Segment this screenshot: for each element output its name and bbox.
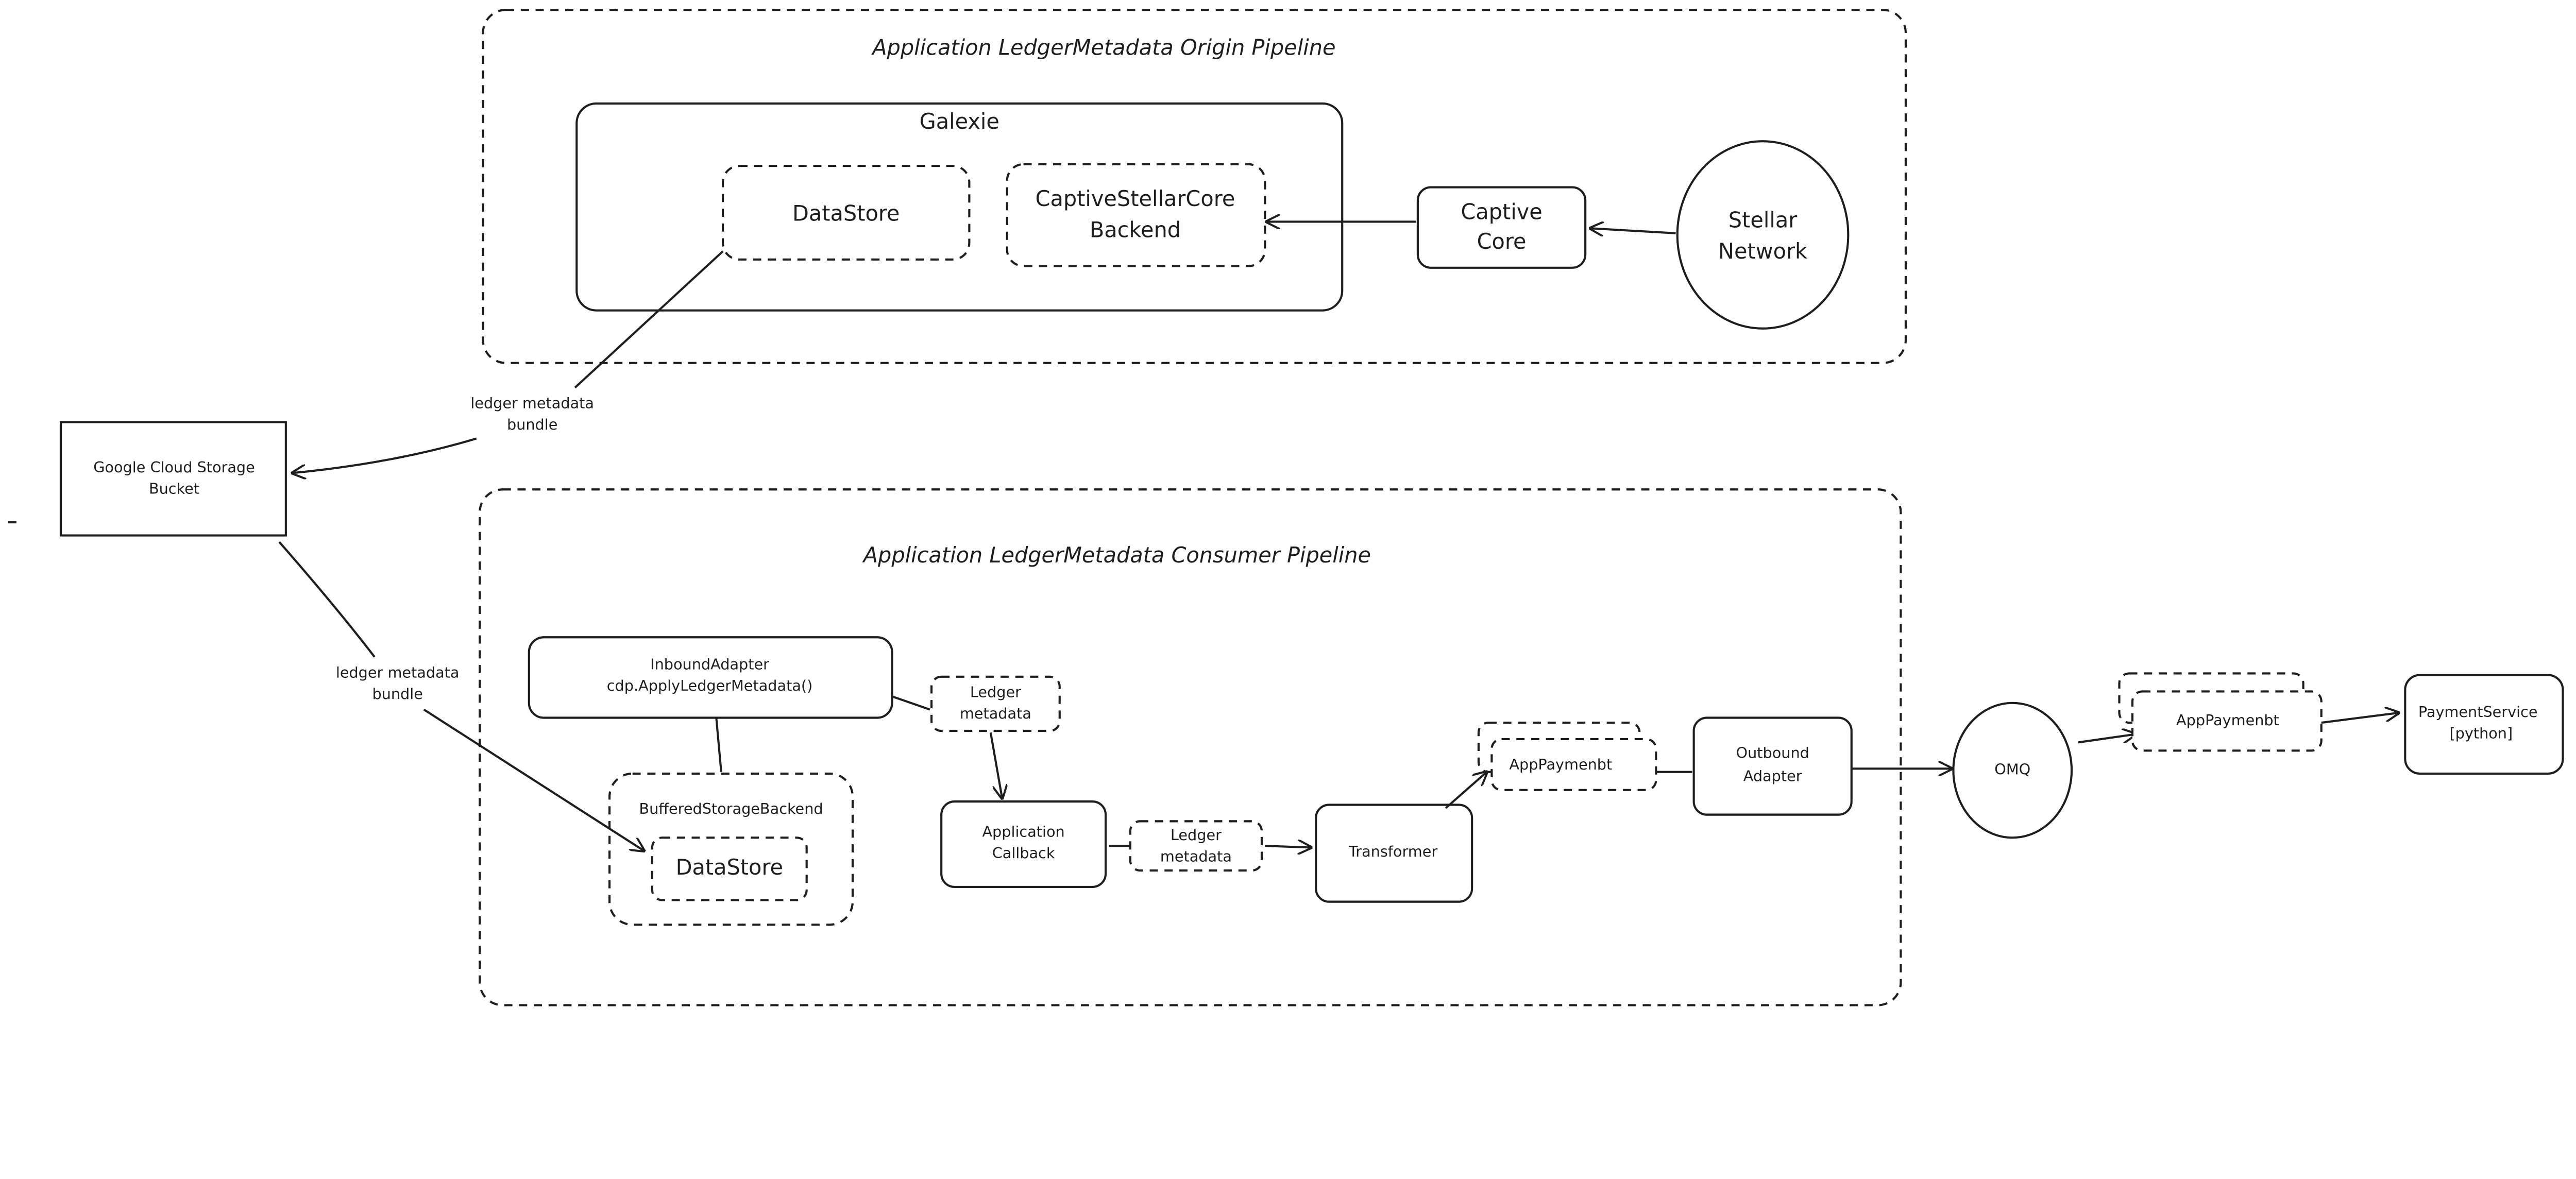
consumer-pipeline-title: Application LedgerMetadata Consumer Pipe…: [862, 543, 1371, 568]
arrow-transformer-to-app-payment: [1445, 772, 1487, 809]
arrow-stellar-to-captive-core: [1590, 228, 1676, 233]
stellar-network-label-line2: Network: [1718, 239, 1807, 264]
edge-gcs-to-label: [278, 541, 376, 658]
inbound-adapter-label-line2: cdp.ApplyLedgerMetadata(): [607, 677, 813, 694]
app-payment-1-box[interactable]: [1490, 738, 1657, 791]
galexie-label: Galexie: [920, 109, 999, 134]
ledger-metadata-2-line2: metadata: [1160, 848, 1232, 865]
stellar-network-label-line1: Stellar: [1728, 208, 1798, 232]
captive-core-label-line2: Core: [1477, 229, 1527, 254]
edge-datastore-to-label: [574, 250, 724, 389]
origin-pipeline-group: Application LedgerMetadata Origin Pipeli…: [482, 9, 1907, 364]
app-payment-2-box[interactable]: [2131, 690, 2323, 752]
captive-core-label-line1: Captive: [1461, 200, 1542, 225]
galexie-datastore-box[interactable]: [721, 164, 971, 261]
edge-inbound-to-buffered-storage: [715, 717, 722, 772]
galexie-datastore-label: DataStore: [792, 201, 900, 226]
arrow-to-payment-service: [2321, 713, 2399, 724]
gcs-bucket-label-line2: Bucket: [149, 480, 199, 497]
consumer-pipeline-group: Application LedgerMetadata Consumer Pipe…: [479, 488, 1902, 1006]
transformer-label: Transformer: [1348, 843, 1437, 860]
arrow-to-consumer-datastore: [423, 708, 644, 851]
omq-label: OMQ: [1994, 761, 2030, 778]
ledger-metadata-2-box[interactable]: [1129, 820, 1263, 872]
backend-label-line2: Backend: [1090, 218, 1181, 243]
origin-pipeline-container[interactable]: [482, 9, 1907, 364]
application-callback-line2: Callback: [992, 844, 1055, 862]
ledger-metadata-1-line1: Ledger: [970, 684, 1021, 701]
arrow-to-gcs-bucket: [293, 437, 477, 473]
captive-stellar-core-backend-box[interactable]: [1006, 163, 1266, 267]
ledger-metadata-1-line2: metadata: [960, 705, 1031, 722]
app-payment-2-label: AppPaymenbt: [2176, 711, 2279, 729]
upload-edge-label-line2: bundle: [507, 416, 557, 433]
arrow-to-transformer: [1265, 846, 1311, 847]
outbound-adapter-line2: Adapter: [1743, 767, 1802, 784]
gcs-bucket-box[interactable]: [59, 421, 287, 537]
consumer-datastore-label: DataStore: [676, 855, 783, 880]
consumer-pipeline-container[interactable]: [479, 488, 1902, 1006]
captive-core-box[interactable]: [1416, 186, 1587, 269]
download-edge-label-line1: ledger metadata: [336, 663, 460, 681]
edge-inbound-to-ledger-metadata: [891, 695, 930, 711]
payment-service-line2: [python]: [2449, 724, 2513, 742]
inbound-adapter-label-line1: InboundAdapter: [650, 655, 769, 673]
architecture-diagram: Application LedgerMetadata Origin Pipeli…: [8, 9, 2564, 1006]
backend-label-line1: CaptiveStellarCore: [1036, 186, 1235, 211]
origin-pipeline-title: Application LedgerMetadata Origin Pipeli…: [871, 36, 1335, 60]
payment-service-box[interactable]: [2404, 674, 2564, 775]
omq-node[interactable]: [1952, 702, 2073, 839]
upload-edge-label-line1: ledger metadata: [470, 394, 594, 412]
buffered-storage-backend-label: BufferedStorageBackend: [639, 800, 823, 817]
application-callback-box[interactable]: [940, 800, 1107, 888]
buffered-storage-backend-box[interactable]: [608, 772, 854, 926]
consumer-datastore-box[interactable]: [651, 836, 808, 901]
ledger-metadata-2-line1: Ledger: [1171, 826, 1222, 844]
stellar-network-node[interactable]: [1676, 140, 1850, 330]
application-callback-line1: Application: [982, 823, 1064, 841]
outbound-adapter-box[interactable]: [1692, 716, 1853, 816]
transformer-box[interactable]: [1315, 804, 1473, 903]
arrow-to-application-callback: [989, 732, 1002, 798]
app-payment-1-label: AppPaymenbt: [1509, 756, 1612, 773]
galexie-box[interactable]: [575, 102, 1344, 312]
arrow-omq-to-app-payment: [2078, 734, 2136, 744]
ledger-metadata-1-box[interactable]: [930, 675, 1061, 732]
download-edge-label-line2: bundle: [372, 685, 422, 703]
payment-service-line1: PaymentService: [2418, 703, 2538, 721]
inbound-adapter-box[interactable]: [528, 636, 893, 719]
gcs-bucket-label-line1: Google Cloud Storage: [93, 458, 255, 476]
outbound-adapter-line1: Outbound: [1736, 744, 1809, 762]
